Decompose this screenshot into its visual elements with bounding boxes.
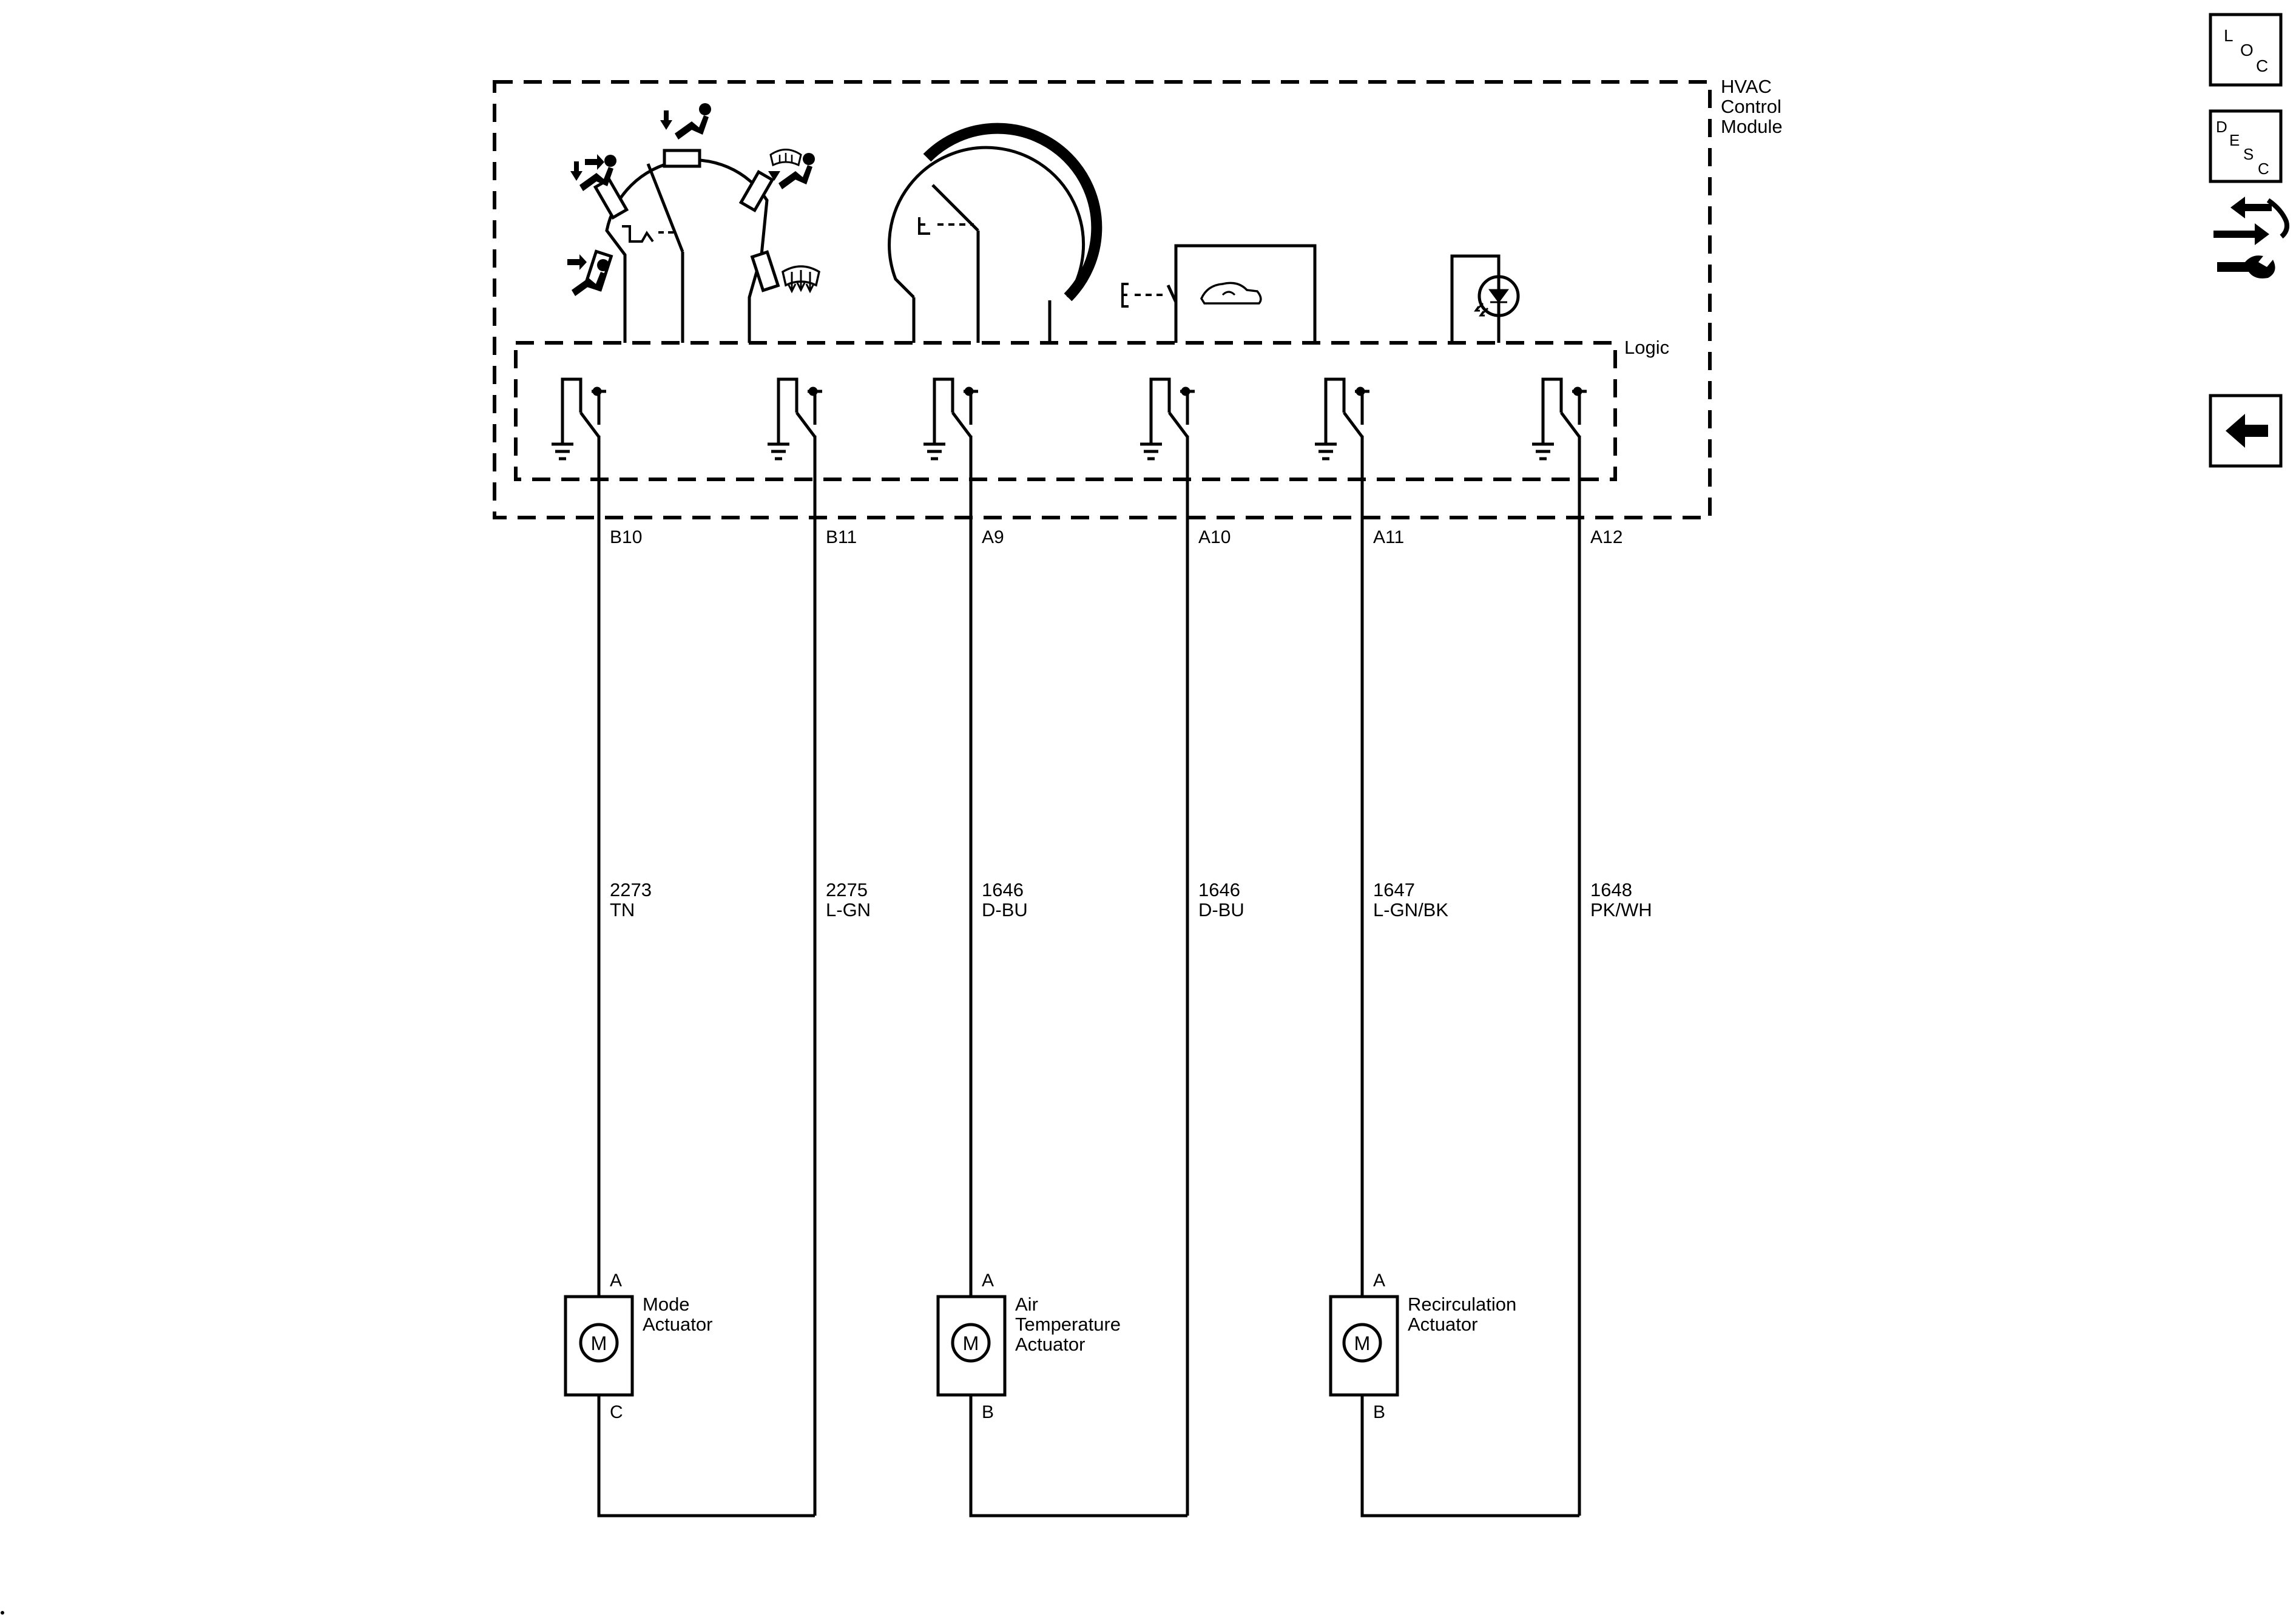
actuator-return-loop — [1360, 1395, 1579, 1517]
switch-contact-dot — [1356, 387, 1365, 396]
switch-blade — [1168, 411, 1189, 438]
loc-letter-c: C — [2256, 56, 2268, 75]
desc-letter-c: C — [2258, 160, 2269, 178]
corner-dot — [1, 1611, 4, 1615]
logic-switch — [1140, 377, 1195, 479]
logic-switch — [768, 377, 822, 479]
switch-blade — [795, 411, 816, 438]
actuator-pin-bottom: B — [1373, 1402, 1385, 1422]
switch-ground-lead — [777, 377, 799, 443]
module-title-line-1: HVAC — [1721, 76, 1772, 97]
switch-contact-dot — [964, 387, 974, 396]
switch-blade — [1343, 411, 1363, 438]
actuator-name-line: Actuator — [1015, 1334, 1085, 1355]
switch-ground-lead — [561, 377, 582, 443]
actuators: MACModeActuatorMABAirTemperatureActuator… — [564, 1271, 1579, 1517]
wire-color-a11: L-GN/BK — [1373, 899, 1448, 920]
switch-contact-dot — [592, 387, 602, 396]
desc-letter-s: S — [2243, 145, 2254, 163]
logic-label: Logic — [1624, 337, 1669, 358]
wire-color-a9: D-BU — [982, 899, 1028, 920]
switch-contact-dot — [1573, 387, 1582, 396]
switch-ground-lead — [933, 377, 954, 443]
logic-switch — [923, 377, 978, 479]
recirculation-switch — [1121, 244, 1317, 343]
wire-number-a12: 1648 — [1590, 879, 1632, 900]
wire-number-b10: 2273 — [610, 879, 652, 900]
actuator-pin-top: A — [610, 1271, 622, 1291]
loc-letter-l: L — [2224, 26, 2234, 45]
actuator-name-line: Actuator — [1408, 1314, 1477, 1335]
defrost-mode-icon — [782, 265, 820, 294]
motor-icon — [579, 1323, 619, 1363]
recirculation-indicator-led — [1450, 254, 1520, 343]
switch-ground-lead — [1149, 377, 1171, 443]
wire-color-b11: L-GN — [826, 899, 871, 920]
desc-letter-d: D — [2216, 118, 2227, 136]
wire-number-a9: 1646 — [982, 879, 1024, 900]
motor-icon — [1342, 1323, 1382, 1363]
switch-blade — [579, 411, 600, 438]
switch-ground-lead — [1541, 377, 1563, 443]
temperature-control-knob — [888, 123, 1102, 343]
pin-label-b10: B10 — [610, 527, 642, 547]
actuator-pin-bottom: B — [982, 1402, 994, 1422]
module-title-line-2: Control — [1721, 96, 1781, 117]
pin-label-b11: B11 — [826, 527, 857, 547]
pin-label-a10: A10 — [1198, 527, 1231, 547]
motor-symbol: M — [591, 1332, 607, 1354]
back-arrow-button[interactable] — [2209, 394, 2283, 468]
back-arrow-icon — [2226, 414, 2268, 448]
desc-button[interactable]: D E S C — [2209, 109, 2283, 183]
actuator-name-line: Actuator — [643, 1314, 712, 1335]
actuator-pin-top: A — [1373, 1271, 1385, 1291]
bi-level-mode-icon — [570, 154, 616, 191]
hvac-module-boundary — [493, 80, 1712, 519]
wire-color-a12: PK/WH — [1590, 899, 1652, 920]
defog-mode-icon — [768, 149, 815, 189]
wire-number-a10: 1646 — [1198, 879, 1240, 900]
vent-mode-icon — [660, 103, 711, 140]
logic-switch — [1532, 377, 1587, 479]
loc-letter-o: O — [2240, 41, 2254, 59]
wire-number-b11: 2275 — [826, 879, 868, 900]
desc-letter-e: E — [2229, 131, 2240, 149]
connector-repair-icon[interactable] — [2213, 197, 2289, 279]
switch-blade — [1560, 411, 1581, 438]
pin-label-a12: A12 — [1590, 527, 1622, 547]
motor-icon — [951, 1323, 991, 1363]
actuator-return-loop — [969, 1395, 1187, 1517]
actuator-name-line: Mode — [643, 1294, 690, 1315]
actuator-pin-top: A — [982, 1271, 994, 1291]
motor-symbol: M — [1354, 1332, 1371, 1354]
logic-driver-switches — [552, 377, 1587, 479]
actuator-name-line: Recirculation — [1408, 1294, 1516, 1315]
actuator-pin-bottom: C — [610, 1402, 623, 1422]
switch-contact-dot — [1181, 387, 1190, 396]
loc-button[interactable]: L O C — [2209, 13, 2283, 87]
module-title-line-3: Module — [1721, 116, 1783, 137]
switch-ground-lead — [1324, 377, 1346, 443]
pin-label-a9: A9 — [982, 527, 1004, 547]
switch-blade — [951, 411, 972, 438]
mode-selector-switch — [583, 149, 780, 343]
actuator-name-line: Air — [1015, 1294, 1038, 1315]
wire-color-b10: TN — [610, 899, 635, 920]
switch-contact-dot — [808, 387, 818, 396]
floor-mode-icon — [567, 254, 609, 296]
logic-switch — [552, 377, 606, 479]
pin-label-a11: A11 — [1373, 527, 1404, 547]
actuator-return-loop — [597, 1395, 815, 1517]
wire-number-a11: 1647 — [1373, 879, 1415, 900]
wire-color-a10: D-BU — [1198, 899, 1244, 920]
logic-boundary — [514, 341, 1617, 481]
circuit-wires: B102273TNB112275L-GNA91646D-BUA101646D-B… — [597, 479, 1652, 1516]
motor-symbol: M — [963, 1332, 979, 1354]
logic-switch — [1315, 377, 1369, 479]
actuator-name-line: Temperature — [1015, 1314, 1121, 1335]
